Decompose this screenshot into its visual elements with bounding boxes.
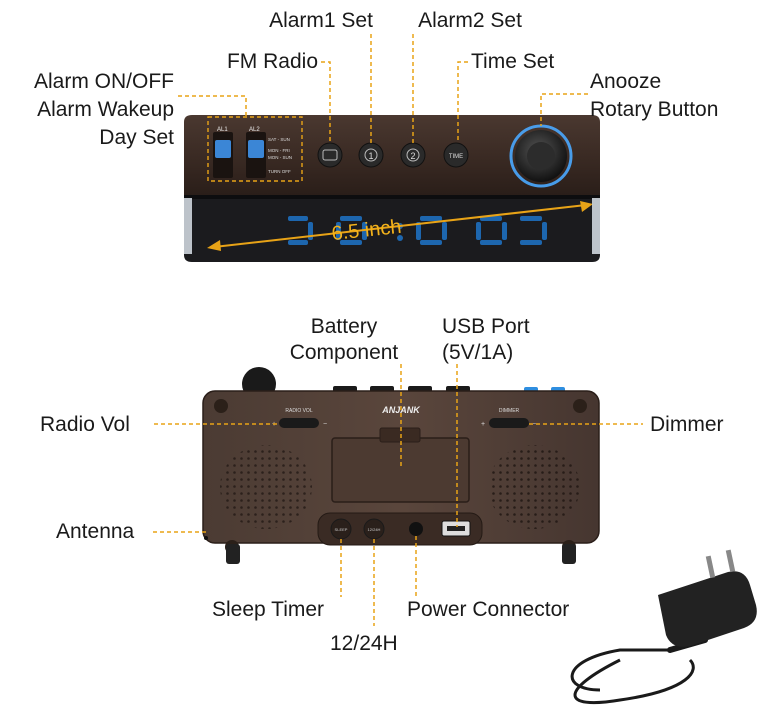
dimmer-panel-text: DIMMER: [499, 408, 520, 414]
dimmer-slider[interactable]: [489, 418, 529, 428]
alarm-onoff-label-2: Alarm Wakeup: [37, 98, 174, 121]
anooze-label-2: Rotary Button: [590, 98, 719, 121]
sleep-timer-label: Sleep Timer: [212, 598, 325, 621]
btn2-text: 2: [410, 151, 415, 161]
adapter-prong-1: [705, 555, 716, 579]
clock-back-view: [202, 367, 600, 564]
alarm2-set-label: Alarm2 Set: [418, 9, 522, 32]
top-leaders: [178, 34, 588, 143]
alarm-switch-box: [207, 116, 303, 182]
day-opt2: MON - FRI: [268, 148, 290, 153]
btn-time-text: TIME: [449, 154, 463, 160]
clock-top-surface: [184, 115, 600, 195]
alarm-onoff-label-1: Alarm ON/OFF: [34, 70, 174, 93]
al2-switch[interactable]: [248, 140, 264, 158]
left-edge-glow: [184, 198, 192, 254]
time-set-label: Time Set: [471, 50, 555, 73]
size-arrow-head-right: [580, 201, 593, 212]
alarm2-icon: [406, 148, 420, 162]
fm-radio-button[interactable]: [317, 142, 343, 168]
day-opt3: MON - SUN: [268, 155, 292, 160]
h1224-label: 12/24H: [330, 632, 398, 655]
adapter-body: [658, 571, 757, 647]
usb-label-1: USB Port: [442, 315, 530, 338]
sleep-btn-text: SLEEP: [335, 527, 348, 532]
knob-center: [527, 142, 555, 170]
right-edge-glow: [592, 198, 600, 254]
radio-vol-label: Radio Vol: [40, 413, 130, 436]
display-top-edge: [184, 195, 600, 199]
day-opt1: SAT - SUN: [268, 137, 290, 142]
usb-port-inner: [447, 526, 465, 531]
antenna-hole: [204, 536, 208, 540]
anooze-label-1: Anooze: [590, 70, 662, 93]
display-digits: [288, 216, 547, 245]
dim-plus: +: [481, 421, 485, 428]
adapter-cable-loop: [570, 648, 670, 692]
leg-left: [226, 544, 240, 564]
radio-icon: [322, 149, 338, 161]
radio-vol-slider[interactable]: [279, 418, 319, 428]
power-jack[interactable]: [409, 522, 423, 536]
btn1-text: 1: [368, 151, 373, 161]
radio-vol-panel-text: RADIO VOL: [285, 408, 312, 414]
size-arrow-head-left: [207, 240, 221, 251]
vol-minus: −: [323, 421, 327, 428]
power-adapter: [570, 549, 757, 705]
alarm-onoff-label-3: Day Set: [99, 126, 174, 149]
screw-tl: [214, 399, 228, 413]
speaker-grill-left: [220, 445, 312, 529]
power-connector-label: Power Connector: [407, 598, 570, 621]
battery-label-1: Battery: [310, 315, 378, 338]
adapter-cable: [573, 658, 695, 705]
al2-text: AL2: [249, 127, 260, 133]
leg-right: [562, 544, 576, 564]
time-set-button[interactable]: [443, 142, 469, 168]
battery-cover[interactable]: [331, 437, 470, 503]
al1-switch[interactable]: [215, 140, 231, 158]
al1-text: AL1: [217, 127, 228, 133]
battery-latch[interactable]: [379, 427, 421, 443]
dim-minus: −: [532, 421, 536, 428]
bottom-control-strip: [317, 512, 483, 546]
clock-display-face: [184, 195, 600, 262]
size-arrow-line: [213, 204, 587, 248]
alarm1-set-label: Alarm1 Set: [269, 9, 373, 32]
alarm1-icon: [364, 148, 378, 162]
clock-top-view: [184, 115, 600, 262]
dimmer-label: Dimmer: [650, 413, 724, 436]
usb-label-2: (5V/1A): [442, 341, 514, 364]
battery-label-2: Component: [289, 341, 399, 364]
h1224-btn-text: 12/24H: [368, 527, 381, 532]
day-opt4: TURN OFF: [268, 169, 291, 174]
antenna-label: Antenna: [56, 520, 135, 543]
back-leaders: [153, 364, 643, 626]
screw-tr: [573, 399, 587, 413]
speaker-grill-right: [488, 445, 580, 529]
adapter-prong-2: [725, 549, 736, 573]
fm-radio-label: FM Radio: [226, 50, 318, 73]
